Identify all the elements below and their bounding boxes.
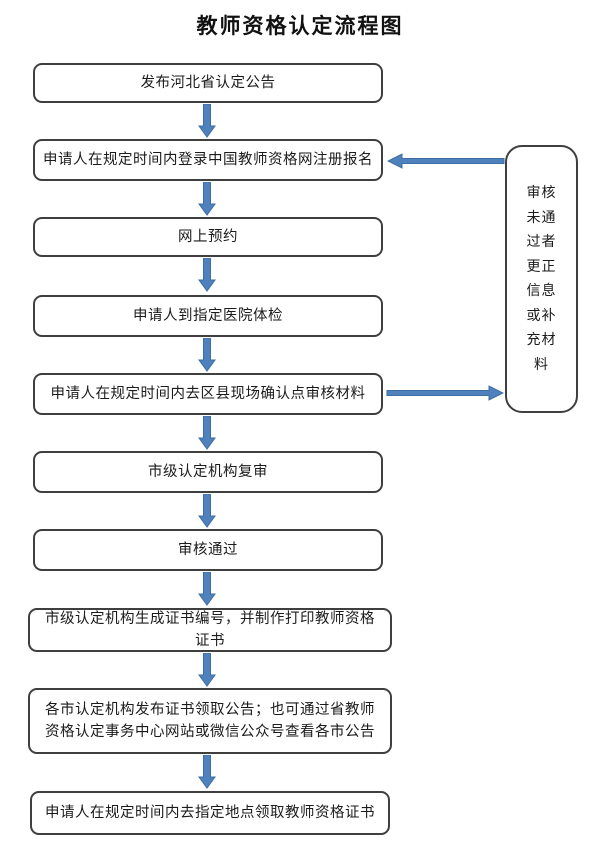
step-label: 审核通过 bbox=[178, 541, 238, 558]
down-arrow-icon bbox=[198, 755, 216, 789]
step-city-review: 市级认定机构复审 bbox=[33, 451, 383, 493]
down-arrow-icon bbox=[198, 182, 216, 216]
step-label: 各市认定机构发布证书领取公告；也可通过省教师资格认定事务中心网站或微信公众号查看… bbox=[45, 701, 375, 740]
step-review-passed: 审核通过 bbox=[33, 529, 383, 571]
down-arrow-icon bbox=[198, 572, 216, 606]
step-certificate-pickup: 申请人在规定时间内去指定地点领取教师资格证书 bbox=[30, 791, 390, 835]
step-online-reservation: 网上预约 bbox=[33, 217, 383, 257]
down-arrow-icon bbox=[198, 338, 216, 372]
side-note-review-failed: 审核未通过者更正信息或补充材料 bbox=[505, 145, 578, 413]
step-physical-exam: 申请人到指定医院体检 bbox=[33, 295, 383, 337]
right-arrow-icon bbox=[386, 385, 504, 401]
step-label: 网上预约 bbox=[178, 228, 238, 245]
step-label: 发布河北省认定公告 bbox=[140, 74, 276, 91]
side-note-label: 审核未通过者更正信息或补充材料 bbox=[526, 185, 557, 373]
step-label: 市级认定机构复审 bbox=[148, 463, 268, 480]
step-announcement: 发布河北省认定公告 bbox=[33, 63, 383, 103]
step-label: 申请人在规定时间内去指定地点领取教师资格证书 bbox=[45, 804, 375, 821]
step-online-registration: 申请人在规定时间内登录中国教师资格网注册报名 bbox=[33, 139, 383, 181]
down-arrow-icon bbox=[198, 653, 216, 687]
step-label: 申请人在规定时间内登录中国教师资格网注册报名 bbox=[43, 151, 373, 168]
step-label: 申请人到指定医院体检 bbox=[133, 307, 283, 324]
step-certificate-notice: 各市认定机构发布证书领取公告；也可通过省教师资格认定事务中心网站或微信公众号查看… bbox=[28, 688, 392, 754]
down-arrow-icon bbox=[198, 494, 216, 528]
step-label: 市级认定机构生成证书编号，并制作打印教师资格证书 bbox=[45, 610, 375, 649]
left-arrow-icon bbox=[387, 153, 505, 169]
step-certificate-print: 市级认定机构生成证书编号，并制作打印教师资格证书 bbox=[28, 608, 392, 652]
down-arrow-icon bbox=[198, 416, 216, 450]
down-arrow-icon bbox=[198, 258, 216, 292]
step-onsite-review: 申请人在规定时间内去区县现场确认点审核材料 bbox=[33, 373, 383, 415]
step-label: 申请人在规定时间内去区县现场确认点审核材料 bbox=[50, 385, 366, 402]
down-arrow-icon bbox=[198, 104, 216, 138]
page-title: 教师资格认定流程图 bbox=[196, 14, 404, 38]
